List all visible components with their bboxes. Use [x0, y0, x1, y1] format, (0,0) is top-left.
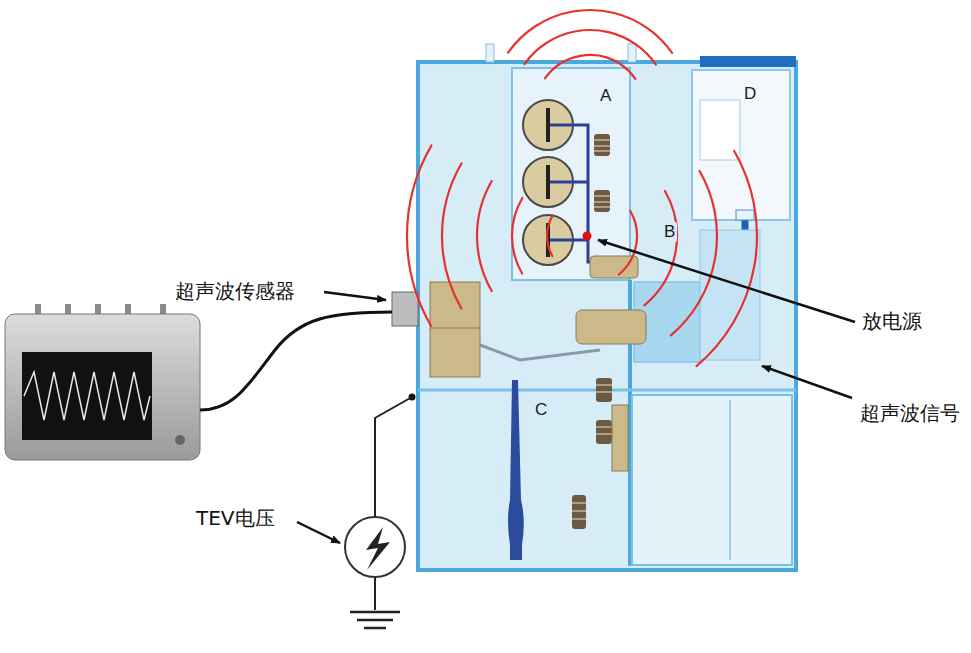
callout-label: 放电源 — [862, 310, 922, 333]
callout-label: 超声波信号 — [860, 402, 960, 425]
callout-label: 超声波传感器 — [175, 280, 295, 303]
callout-label: TEV电压 — [196, 507, 275, 530]
compartment-letter: B — [662, 222, 677, 242]
compartment-letter: A — [598, 86, 613, 106]
compartment-letter: D — [742, 84, 758, 104]
compartment-letter: C — [533, 400, 549, 420]
